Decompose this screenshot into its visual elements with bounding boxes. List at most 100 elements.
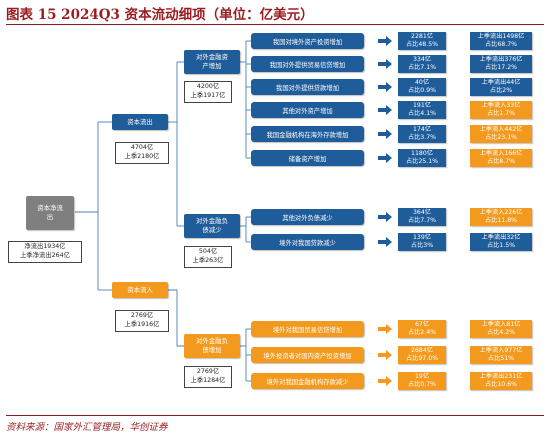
liability-decrease-prev: 上季263亿 [192,257,224,264]
foreign-assets-value: 4200亿 [196,83,220,91]
current-quarter-value: 1180亿占比25.1% [398,149,446,167]
liability-decrease-value: 504亿 [198,248,218,256]
previous-share: 占比1.7% [486,110,516,117]
asset-items-label-box: 我国金融机构在海外存款增加 [251,126,364,142]
right-arrow-icon [378,350,392,360]
net-outflow-prev: 上季净流出264亿 [20,252,70,259]
title-rule [6,24,544,25]
capital-outflow-node: 资本流出 [112,114,168,130]
current-share: 占比3% [410,242,434,249]
current-value: 67亿 [414,320,430,328]
increase-items-label-box: 境外对我国贸易信贷增加 [251,321,364,337]
previous-quarter-value: 上季流入442亿占比23.1% [470,125,532,143]
liability-decrease-node: 对外金融负债减少 [184,214,240,238]
capital-outflow-label: 资本流出 [127,117,153,126]
current-value: 40亿 [414,78,430,86]
figure-title: 图表 15 2024Q3 资本流动细项（单位：亿美元） [6,7,314,23]
previous-share: 占比2% [489,87,513,94]
previous-quarter-value: 上季流出1498亿占比68.7% [470,32,532,50]
current-quarter-value: 174亿占比3.7% [398,125,446,143]
current-share: 占比3.7% [407,134,437,141]
asset-items-label-box: 其他对外资产增加 [251,102,364,118]
decrease-items-label-box: 其他对外负债减少 [251,209,364,225]
current-share: 占比0.9% [407,87,437,94]
previous-value: 上季流出376亿 [479,55,523,63]
previous-quarter-value: 上季流出376亿占比17.2% [470,55,532,73]
previous-quarter-value: 上季流入166亿占比8.7% [470,149,532,167]
previous-share: 占比68.7% [484,41,518,48]
right-arrow-icon [378,36,392,46]
current-value: 334亿 [413,55,431,63]
capital-inflow-value: 2769亿 [130,312,154,320]
right-arrow-icon [378,324,392,334]
current-value: 2281亿 [411,32,433,40]
right-arrow-icon [378,82,392,92]
right-arrow-icon [378,153,392,163]
previous-quarter-value: 上季流出231亿占比10.6% [470,372,532,390]
foreign-assets-node: 对外金融资产增加 [184,50,240,74]
right-arrow-icon [378,376,392,386]
capital-inflow-summary: 2769亿 上季1916亿 [115,310,169,332]
previous-share: 占比11.8% [484,217,518,224]
current-share: 占比25.1% [405,158,439,165]
net-outflow-value: 净流出1934亿 [24,243,66,251]
current-share: 占比48.5% [405,41,439,48]
previous-value: 上季流出44亿 [481,78,521,86]
current-quarter-value: 191亿占比4.1% [398,101,446,119]
previous-share: 占比17.2% [484,64,518,71]
liability-decrease-label: 对外金融负债减少 [196,217,228,234]
previous-share: 占比8.7% [486,158,516,165]
previous-share: 占比10.6% [484,381,518,388]
previous-value: 上季流入81亿 [481,320,521,328]
right-arrow-icon [378,105,392,115]
capital-inflow-label: 资本流入 [127,285,153,294]
previous-value: 上季流入226亿 [479,208,523,216]
current-value: 174亿 [413,125,431,133]
current-value: 1180亿 [411,149,433,157]
foreign-assets-summary: 4200亿 上季1917亿 [184,81,232,103]
asset-items-label-box: 我国对境外资产投资增加 [251,33,364,49]
current-value: 364亿 [413,208,431,216]
asset-items-label-box: 我国对外提供贸易信贷增加 [251,56,364,72]
current-value: 2684亿 [411,346,433,354]
previous-value: 上季流入442亿 [479,125,523,133]
current-share: 占比0.7% [407,381,437,388]
previous-share: 占比4.2% [486,329,516,336]
previous-value: 上季流出1498亿 [477,32,525,40]
current-share: 占比97.0% [405,355,439,362]
net-outflow-summary: 净流出1934亿 上季净流出264亿 [8,241,82,263]
previous-value: 上季流出32亿 [481,233,521,241]
net-outflow-label: 资本净流出 [37,204,63,221]
asset-items-label-box: 我国对外提供贷款增加 [251,79,364,95]
source-note: 资料来源：国家外汇管理局，华创证券 [6,422,168,433]
current-quarter-value: 364亿占比7.7% [398,208,446,226]
previous-share: 占比23.1% [484,134,518,141]
liability-increase-prev: 上季1284亿 [190,377,226,384]
previous-share: 占比51% [487,355,515,362]
capital-inflow-prev: 上季1916亿 [124,321,160,328]
current-value: 139亿 [413,233,431,241]
previous-value: 上季流出231亿 [479,372,523,380]
previous-quarter-value: 上季流入226亿占比11.8% [470,208,532,226]
net-outflow-node: 资本净流出 [26,196,74,230]
right-arrow-icon [378,59,392,69]
liability-increase-summary: 2769亿 上季1284亿 [184,366,232,388]
current-share: 占比7.1% [407,64,437,71]
current-quarter-value: 2684亿占比97.0% [398,346,446,364]
previous-value: 上季流入33亿 [481,101,521,109]
right-arrow-icon [378,237,392,247]
previous-quarter-value: 上季流出44亿占比2% [470,78,532,96]
current-quarter-value: 334亿占比7.1% [398,55,446,73]
right-arrow-icon [378,129,392,139]
current-value: 19亿 [414,372,430,380]
current-quarter-value: 40亿占比0.9% [398,78,446,96]
liability-increase-value: 2769亿 [196,368,220,376]
asset-items-label-box: 储备资产增加 [251,150,364,166]
liability-increase-node: 对外金融负债增加 [184,334,240,358]
previous-share: 占比1.5% [486,242,516,249]
current-share: 占比4.1% [407,110,437,117]
current-value: 191亿 [413,101,431,109]
current-quarter-value: 19亿占比0.7% [398,372,446,390]
capital-outflow-summary: 4704亿 上季2180亿 [115,142,169,164]
